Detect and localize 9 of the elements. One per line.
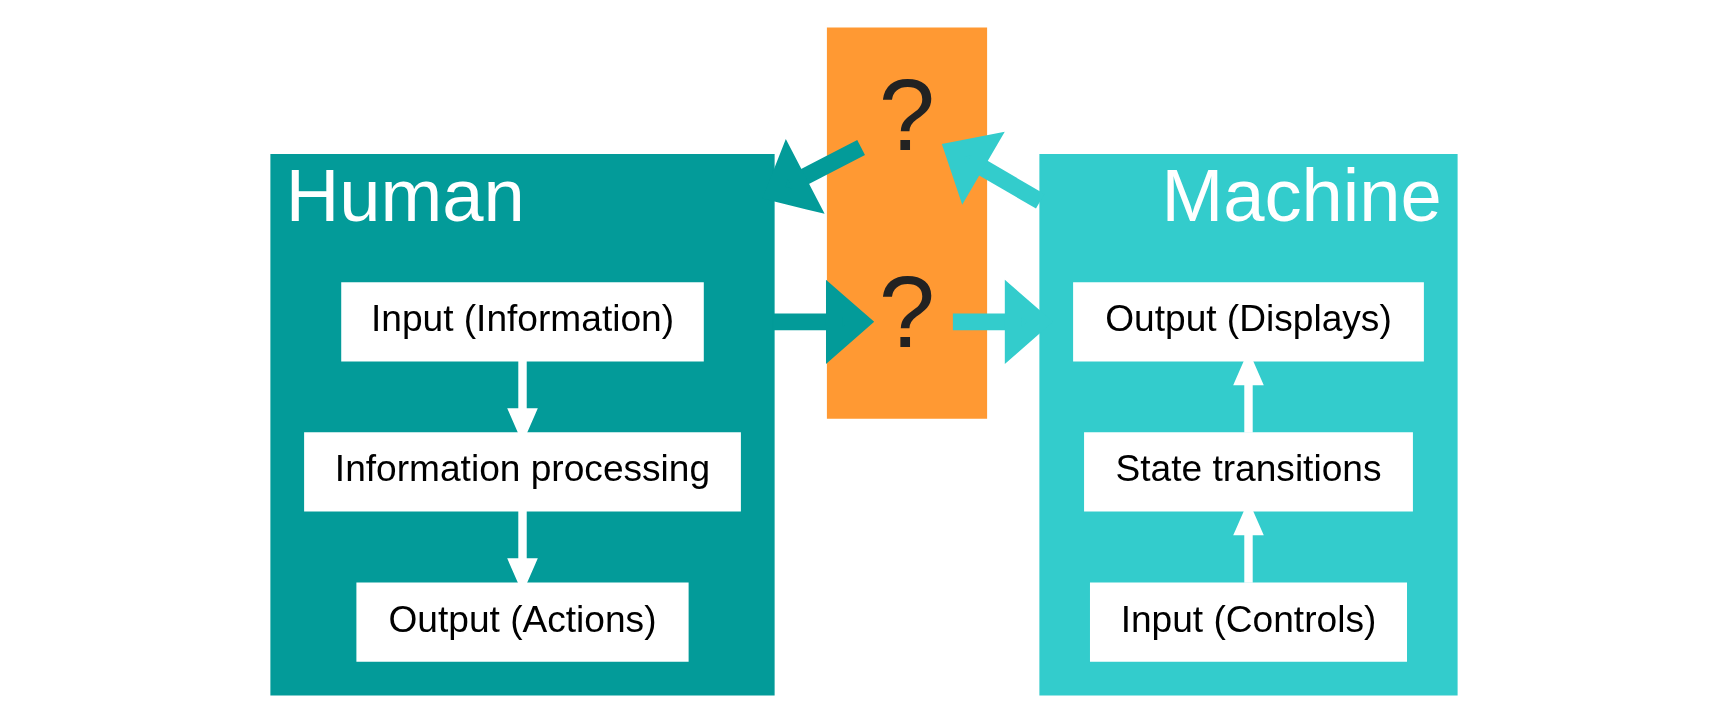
node-box: Output (Actions) <box>356 582 689 662</box>
node-box: Output (Displays) <box>1073 282 1424 362</box>
node-box: State transitions <box>1084 432 1413 512</box>
node-box: Input (Information) <box>341 282 704 362</box>
node-text: ? <box>878 255 936 369</box>
node-box: Input (Controls) <box>1089 582 1407 662</box>
node-box: Information processing <box>304 432 741 512</box>
arrow <box>773 279 875 365</box>
node-text: ? <box>878 57 936 171</box>
